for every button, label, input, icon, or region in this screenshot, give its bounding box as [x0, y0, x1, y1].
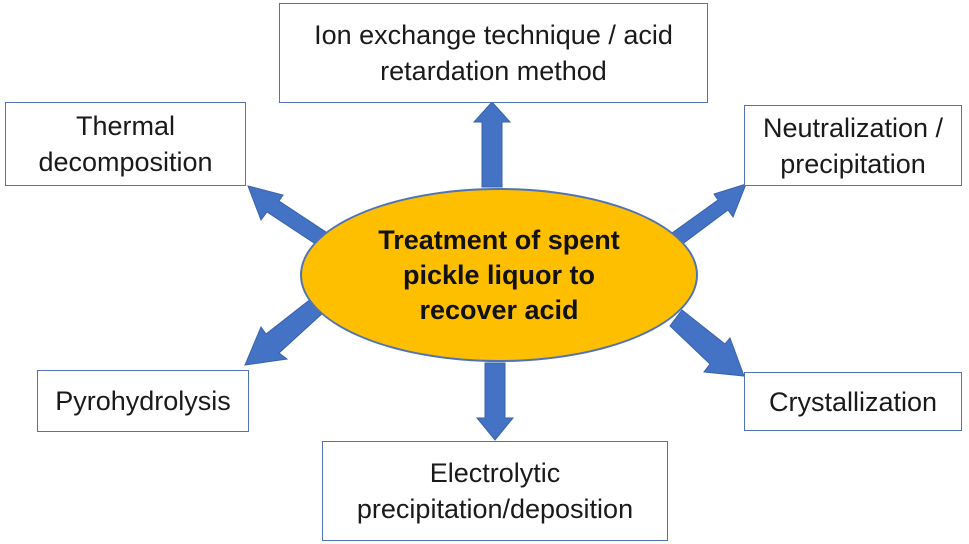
- central-ellipse: Treatment of spent pickle liquor to reco…: [300, 188, 698, 362]
- box-ion-exchange: Ion exchange technique / acid retardatio…: [279, 3, 708, 103]
- neutralization-label: Neutralization / precipitation: [762, 112, 944, 179]
- box-neutralization: Neutralization / precipitation: [744, 105, 962, 186]
- arrow-to-thermal-decomposition: [247, 185, 327, 246]
- box-thermal-decomposition: Thermal decomposition: [5, 102, 246, 186]
- crystallization-label: Crystallization: [768, 386, 938, 417]
- pyrohydrolysis-label: Pyrohydrolysis: [55, 386, 231, 416]
- ion-exchange-label: Ion exchange technique / acid retardatio…: [314, 20, 673, 86]
- arrow-to-pyrohydrolysis: [244, 297, 325, 366]
- electrolytic-label: Electrolytic precipitation/deposition: [356, 458, 634, 524]
- arrow-to-neutralization: [671, 183, 747, 246]
- arrow-to-crystallization: [669, 309, 745, 377]
- arrow-to-ion-exchange: [472, 101, 512, 188]
- central-label: Treatment of spent pickle liquor to reco…: [378, 224, 620, 325]
- box-pyrohydrolysis: Pyrohydrolysis: [37, 370, 249, 432]
- thermal-label: Thermal decomposition: [38, 111, 213, 177]
- arrow-to-electrolytic: [475, 362, 515, 441]
- box-electrolytic: Electrolytic precipitation/deposition: [322, 441, 668, 541]
- box-crystallization: Crystallization: [744, 372, 962, 431]
